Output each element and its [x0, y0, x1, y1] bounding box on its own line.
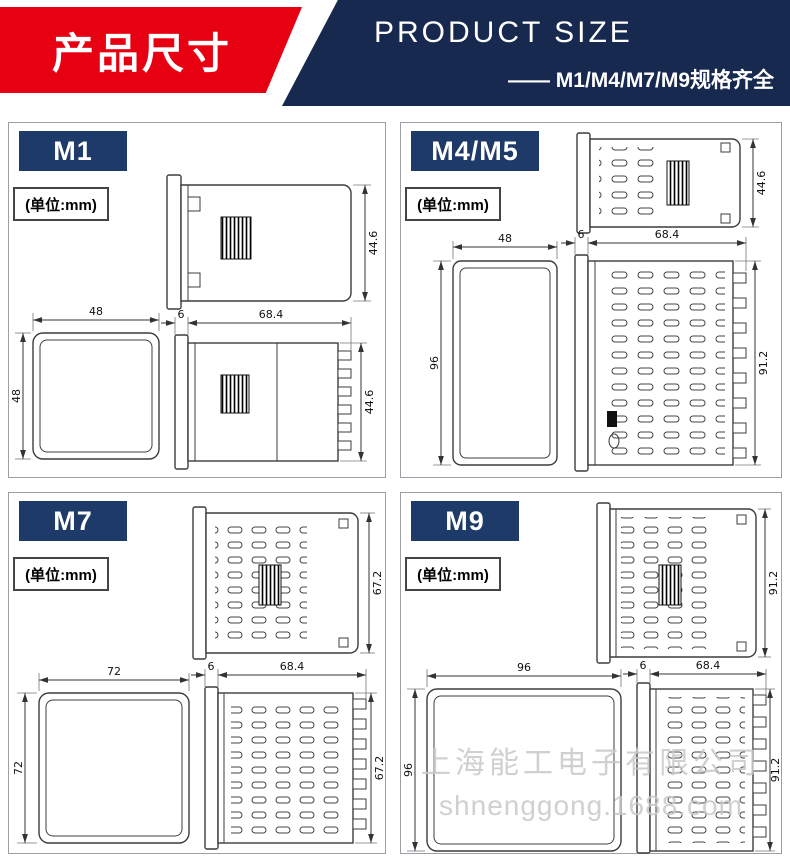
m9-front-view: 96 96: [402, 661, 622, 852]
panel-m9-label: M9: [411, 501, 519, 541]
header-banner-red: 产品尺寸: [0, 7, 302, 93]
dim-m7-bezel: 6: [208, 660, 215, 673]
m9-drawing: 91.2 96 96: [402, 502, 782, 854]
panel-m1-unit-label: (单位:mm): [13, 187, 109, 221]
dim-m7-front-height: 72: [12, 761, 25, 775]
dim-m9-depth: 68.4: [696, 659, 721, 672]
panel-m9: M9 (单位:mm) 91.2: [400, 492, 782, 854]
page-header: PRODUCT SIZE —— M1/M4/M7/M9规格齐全 产品尺寸: [0, 0, 790, 118]
dim-m1-side-height: 44.6: [363, 390, 376, 415]
dim-m4m5-top-height: 44.6: [755, 171, 768, 196]
dim-m1-depth: 68.4: [259, 308, 284, 321]
m7-front-view: 72 72: [12, 665, 190, 844]
dim-m1-front-height: 48: [10, 389, 23, 403]
dim-m1-front-width: 48: [89, 305, 103, 318]
dim-m7-front-width: 72: [107, 665, 121, 678]
dim-m7-side-height: 67.2: [373, 756, 386, 781]
m1-top-view: 44.6: [166, 174, 380, 310]
dim-m9-front-height: 96: [402, 763, 415, 777]
m1-front-view: 48 48: [10, 305, 160, 460]
panel-m1-label: M1: [19, 131, 127, 171]
m4m5-front-view: 48 96: [428, 232, 558, 466]
dim-m9-front-width: 96: [517, 661, 531, 674]
dim-m9-bezel: 6: [640, 659, 647, 672]
m7-top-view: 67.2: [192, 506, 384, 660]
dim-m7-depth: 68.4: [280, 660, 305, 673]
dim-m4m5-bezel: 6: [578, 228, 585, 241]
panel-m4m5-unit-label: (单位:mm): [405, 187, 501, 221]
dim-m1-bezel: 6: [178, 308, 185, 321]
dim-m4m5-side-height: 91.2: [757, 351, 770, 376]
m1-drawing: 44.6 48 48: [10, 174, 380, 470]
product-size-title-cn: 产品尺寸: [51, 29, 232, 77]
m1-side-view: 6 68.4 44.6: [161, 308, 376, 470]
panel-m1: M1 (单位:mm) 44.6: [8, 122, 386, 478]
dim-m4m5-front-width: 48: [498, 232, 512, 245]
header-banner-navy: PRODUCT SIZE —— M1/M4/M7/M9规格齐全: [282, 0, 790, 106]
panel-m7-label: M7: [19, 501, 127, 541]
m4m5-top-view: 44.6: [576, 132, 768, 234]
m9-side-view: 6 68.4 91.2: [623, 659, 782, 854]
dim-m7-top-height: 67.2: [371, 571, 384, 596]
panel-m9-unit-label: (单位:mm): [405, 557, 501, 591]
m7-drawing: 67.2 72 72: [12, 506, 386, 850]
panel-m4m5: M4/M5 (单位:mm) 44.6: [400, 122, 782, 478]
dim-m1-top-height: 44.6: [367, 231, 380, 256]
m7-side-view: 6 68.4 67.2: [191, 660, 386, 850]
panel-m4m5-label: M4/M5: [411, 131, 539, 171]
dim-m9-side-height: 91.2: [769, 758, 782, 783]
m4m5-side-view: 6 68.4 91.2: [561, 228, 770, 472]
panel-m7: M7 (单位:mm) 67.2: [8, 492, 386, 854]
m4m5-drawing: 44.6 48 96: [428, 132, 770, 472]
header-subtitle: —— M1/M4/M7/M9规格齐全: [507, 69, 774, 92]
m9-top-view: 91.2: [596, 502, 780, 664]
panel-m7-unit-label: (单位:mm): [13, 557, 109, 591]
product-size-title-en: PRODUCT SIZE: [374, 16, 633, 49]
dim-m4m5-front-height: 96: [428, 356, 441, 370]
dim-m9-top-height: 91.2: [767, 571, 780, 596]
dim-m4m5-depth: 68.4: [655, 228, 680, 241]
